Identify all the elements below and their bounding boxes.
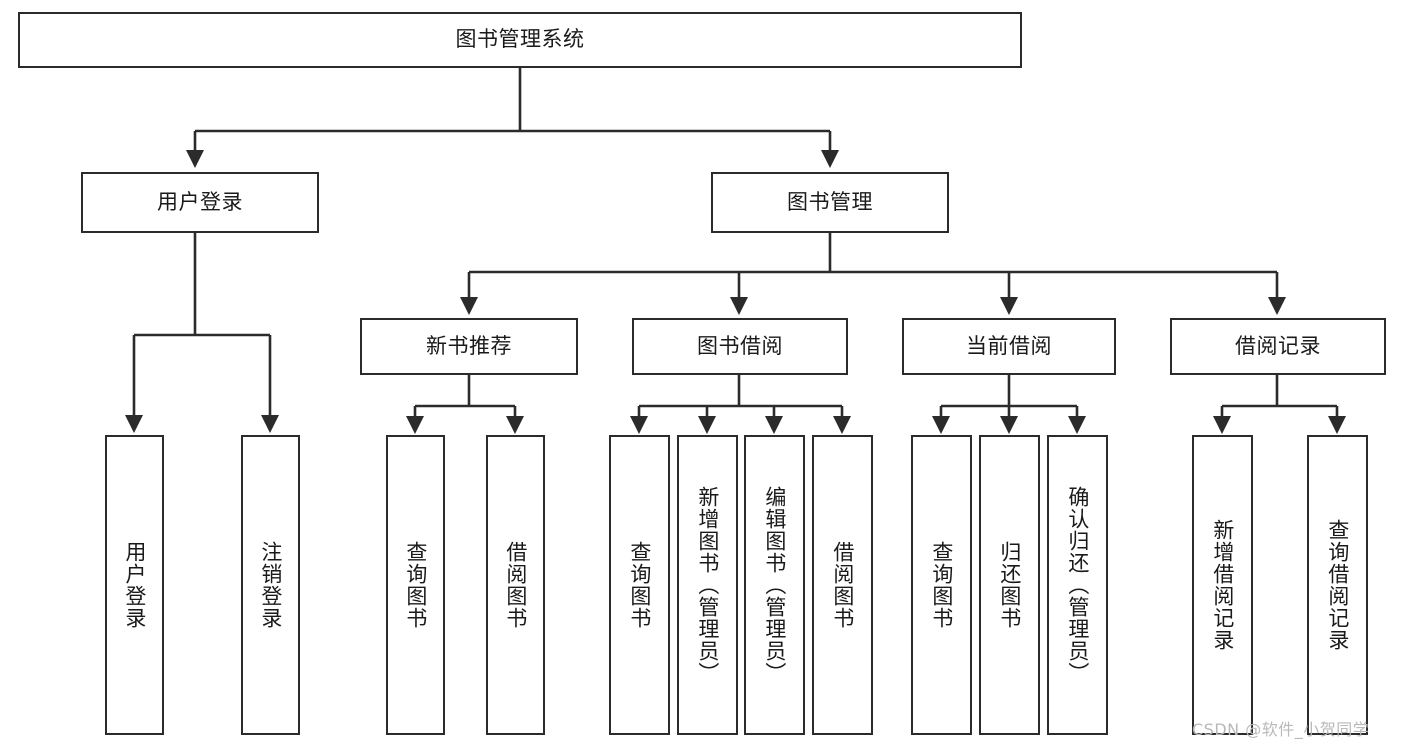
node-leaf-query-book-2[interactable]: 查询图书 — [609, 435, 670, 735]
node-leaf-user-login[interactable]: 用户登录 — [105, 435, 164, 735]
node-leaf-add-book[interactable]: 新增图书（管理员） — [677, 435, 738, 735]
node-borrow-record-label: 借阅记录 — [1235, 333, 1321, 358]
node-leaf-query-book-1-label: 查询图书 — [403, 541, 428, 629]
node-leaf-add-record[interactable]: 新增借阅记录 — [1192, 435, 1253, 735]
node-leaf-borrow-book-1-label: 借阅图书 — [503, 541, 528, 629]
node-leaf-add-book-label: 新增图书（管理员） — [695, 486, 720, 684]
node-book-manage[interactable]: 图书管理 — [711, 172, 949, 233]
node-leaf-query-book-3-label: 查询图书 — [929, 541, 954, 629]
node-leaf-logout-login-label: 注销登录 — [258, 541, 283, 629]
node-leaf-edit-book-label: 编辑图书（管理员） — [762, 486, 787, 684]
node-user-login[interactable]: 用户登录 — [81, 172, 319, 233]
node-new-book-recommend[interactable]: 新书推荐 — [360, 318, 578, 375]
node-leaf-query-record[interactable]: 查询借阅记录 — [1307, 435, 1368, 735]
node-borrow-record[interactable]: 借阅记录 — [1170, 318, 1386, 375]
node-leaf-query-record-label: 查询借阅记录 — [1325, 519, 1350, 651]
node-leaf-return-book-label: 归还图书 — [997, 541, 1022, 629]
node-leaf-add-record-label: 新增借阅记录 — [1210, 519, 1235, 651]
node-leaf-user-login-label: 用户登录 — [122, 541, 147, 629]
node-leaf-query-book-3[interactable]: 查询图书 — [911, 435, 972, 735]
node-leaf-edit-book[interactable]: 编辑图书（管理员） — [744, 435, 805, 735]
node-root-label: 图书管理系统 — [455, 27, 585, 52]
node-leaf-confirm-return-label: 确认归还（管理员） — [1065, 486, 1090, 684]
node-new-book-recommend-label: 新书推荐 — [426, 333, 512, 358]
node-leaf-return-book[interactable]: 归还图书 — [979, 435, 1040, 735]
node-leaf-logout-login[interactable]: 注销登录 — [241, 435, 300, 735]
node-user-login-label: 用户登录 — [157, 189, 243, 214]
node-leaf-borrow-book-2[interactable]: 借阅图书 — [812, 435, 873, 735]
node-book-borrow-label: 图书借阅 — [697, 333, 783, 358]
node-leaf-borrow-book-2-label: 借阅图书 — [830, 541, 855, 629]
node-book-manage-label: 图书管理 — [787, 189, 873, 214]
node-current-borrow[interactable]: 当前借阅 — [902, 318, 1116, 375]
node-current-borrow-label: 当前借阅 — [966, 333, 1052, 358]
node-root[interactable]: 图书管理系统 — [18, 12, 1022, 68]
node-leaf-query-book-2-label: 查询图书 — [627, 541, 652, 629]
node-leaf-query-book-1[interactable]: 查询图书 — [386, 435, 445, 735]
node-book-borrow[interactable]: 图书借阅 — [632, 318, 848, 375]
node-leaf-confirm-return[interactable]: 确认归还（管理员） — [1047, 435, 1108, 735]
node-leaf-borrow-book-1[interactable]: 借阅图书 — [486, 435, 545, 735]
